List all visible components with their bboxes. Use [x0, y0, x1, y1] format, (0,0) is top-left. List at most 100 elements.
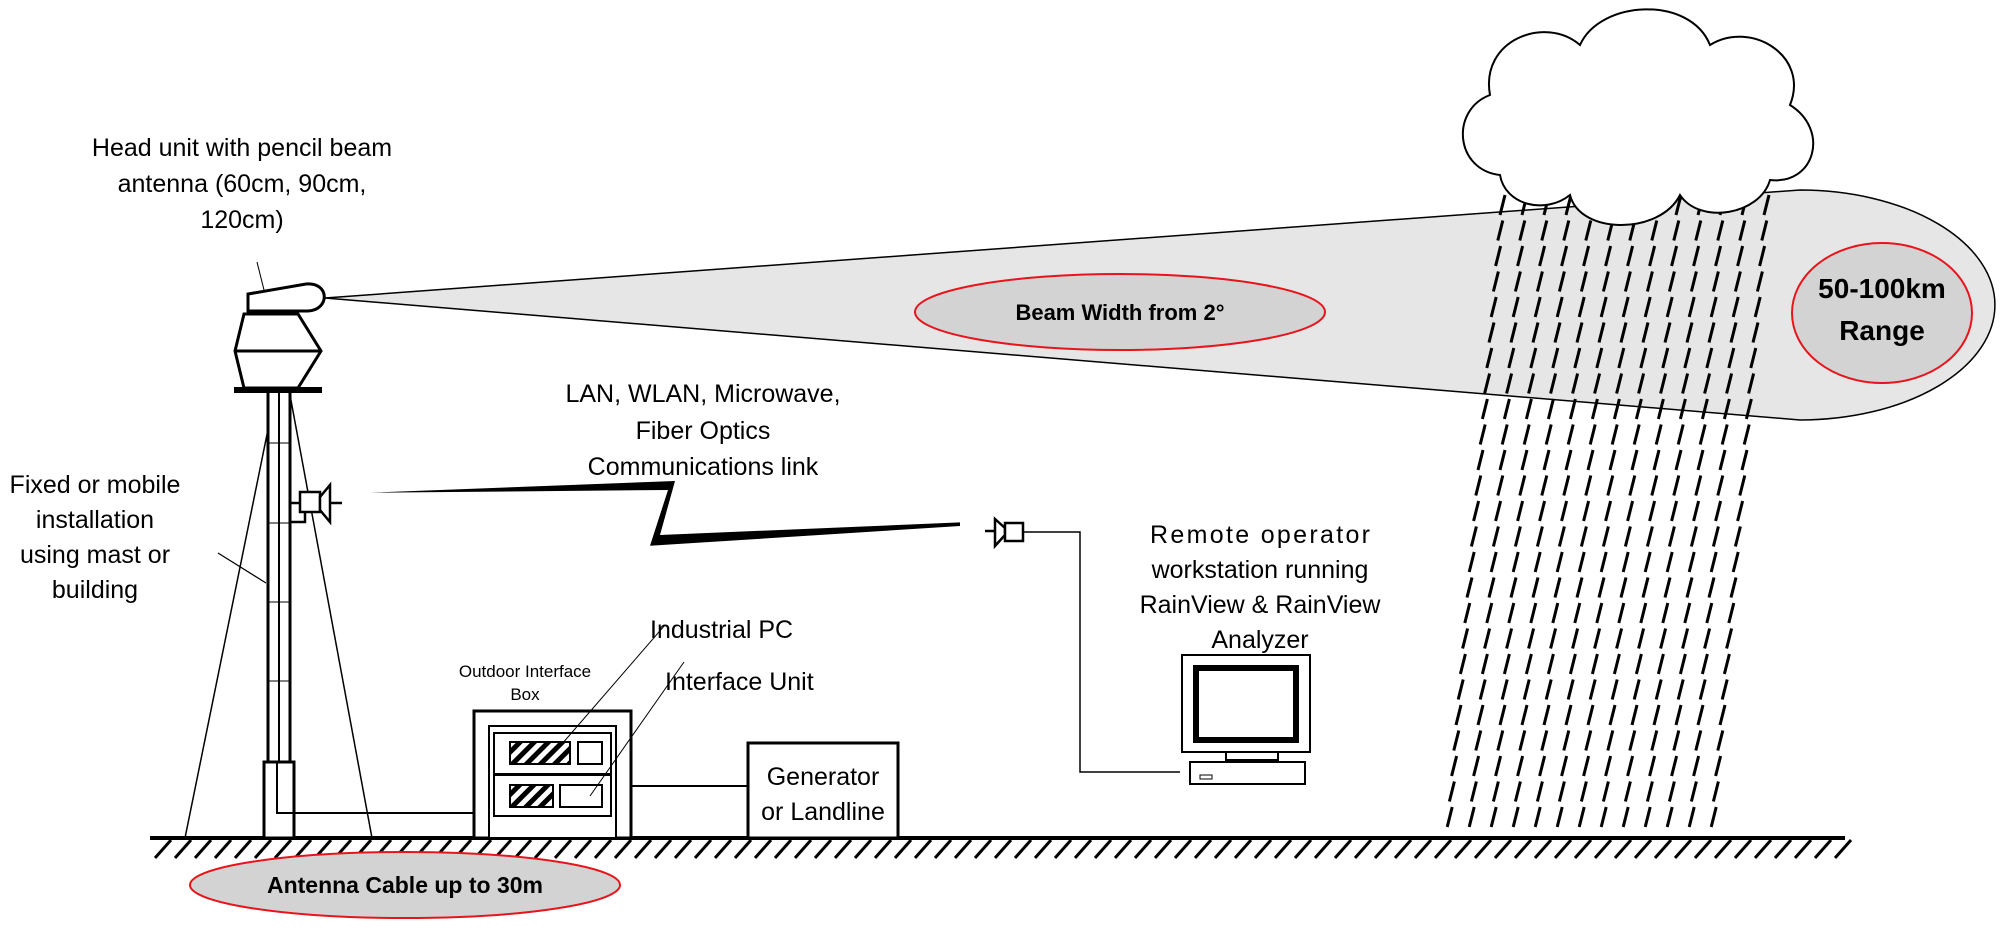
rain-streak: [1656, 653, 1665, 675]
rain-streak: [1707, 322, 1716, 343]
rain-streak: [1582, 245, 1591, 267]
rain-streak: [1498, 449, 1507, 471]
ground-hatch-stroke: [673, 839, 693, 859]
rain-streak: [1491, 781, 1500, 802]
rain-streak: [1736, 500, 1745, 522]
rain-streak: [1472, 755, 1481, 777]
rain-streak: [1670, 245, 1679, 267]
rain-streak: [1496, 475, 1505, 496]
rain-streak: [1670, 755, 1679, 777]
rain-streak: [1450, 755, 1459, 777]
ground-hatch-stroke: [1693, 839, 1713, 859]
rain-streak: [1480, 653, 1489, 675]
rain-streak: [1643, 806, 1652, 828]
rain-streak: [1714, 500, 1723, 522]
rain-streak: [1535, 271, 1544, 292]
rain-streak: [1582, 755, 1591, 777]
rain-streak: [1527, 373, 1536, 394]
rain-streak: [1718, 449, 1727, 471]
mast-link-dish-icon: [290, 481, 342, 526]
rain-streak: [1643, 551, 1652, 573]
svg-text:Head unit with pencil beam: Head unit with pencil beam: [92, 134, 392, 162]
rain-streak: [1560, 500, 1569, 522]
rain-streak: [1645, 781, 1654, 802]
rain-streak: [1656, 398, 1665, 420]
ground-hatch-stroke: [913, 839, 933, 859]
rain-streak: [1476, 704, 1485, 726]
rain-streak: [1604, 245, 1613, 267]
rain-streak: [1474, 475, 1483, 496]
rain-streak: [1659, 628, 1668, 649]
ground-hatch-stroke: [233, 839, 253, 859]
rain-streak: [1619, 322, 1628, 343]
interface-unit: [509, 784, 554, 808]
range-highlight: [1791, 242, 1973, 384]
rain-streak: [1711, 526, 1720, 547]
rain-streak: [1553, 322, 1562, 343]
rain-streak: [1597, 322, 1606, 343]
ground-hatch-stroke: [793, 839, 813, 859]
rain-streak: [1672, 730, 1681, 751]
rain-streak: [1720, 679, 1729, 700]
rain-streak: [1685, 322, 1694, 343]
rain-streak: [1516, 755, 1525, 777]
rain-streak: [1560, 245, 1569, 267]
rain-streak: [1685, 577, 1694, 598]
rain-streak: [1496, 220, 1505, 241]
ground-hatch-stroke: [653, 839, 673, 859]
rain-streak: [1467, 551, 1476, 573]
rain-streak: [1571, 628, 1580, 649]
rain-streak: [1485, 347, 1494, 369]
rain-streak: [1692, 500, 1701, 522]
rain-streak: [1465, 577, 1474, 598]
ground-hatch-stroke: [1493, 839, 1513, 859]
rain-streak: [1630, 449, 1639, 471]
rain-streak: [1652, 449, 1661, 471]
svg-text:Communications link: Communications link: [588, 453, 819, 481]
rain-streak: [1489, 296, 1498, 318]
rain-streak: [1577, 296, 1586, 318]
rain-streak: [1698, 679, 1707, 700]
rain-streak: [1584, 730, 1593, 751]
ground-hatch-stroke: [973, 839, 993, 859]
rain-streak: [1720, 424, 1729, 445]
rain-streak: [1505, 373, 1514, 394]
rain-streak: [1595, 347, 1604, 369]
rain-streak: [1709, 296, 1718, 318]
ground-hatch-stroke: [1573, 839, 1593, 859]
rain-streak: [1670, 500, 1679, 522]
rain-streak: [1540, 475, 1549, 496]
rain-streak: [1663, 322, 1672, 343]
ground-hatch-stroke: [993, 839, 1013, 859]
svg-text:LAN, WLAN, Microwave,: LAN, WLAN, Microwave,: [565, 380, 840, 408]
rain-streak: [1593, 373, 1602, 394]
ground-hatch-stroke: [1213, 839, 1233, 859]
rain-streak: [1617, 347, 1626, 369]
ground-hatch-stroke: [1353, 839, 1373, 859]
rain-streak: [1562, 475, 1571, 496]
rain-streak: [1494, 755, 1503, 777]
rain-streak: [1641, 322, 1650, 343]
rain-streak: [1584, 475, 1593, 496]
ground-hatch-stroke: [873, 839, 893, 859]
rain-streak: [1610, 679, 1619, 700]
rain-streak: [1665, 551, 1674, 573]
rain-streak: [1637, 373, 1646, 394]
rain-streak: [1511, 551, 1520, 573]
rain-streak: [1626, 500, 1635, 522]
rain-streak: [1628, 730, 1637, 751]
range-label-line2: Range: [1839, 315, 1925, 346]
rain-streak: [1551, 602, 1560, 624]
rain-streak: [1641, 577, 1650, 598]
ground-hatch-stroke: [1773, 839, 1793, 859]
ground-hatch-stroke: [933, 839, 953, 859]
rain-streak: [1557, 781, 1566, 802]
rain-streak: [1678, 398, 1687, 420]
rain-streak: [1626, 245, 1635, 267]
rain-streak: [1535, 526, 1544, 547]
rain-streak: [1546, 398, 1555, 420]
rain-streak: [1700, 653, 1709, 675]
ground-hatch-stroke: [1073, 839, 1093, 859]
rain-streak: [1689, 271, 1698, 292]
rain-streak: [1615, 373, 1624, 394]
